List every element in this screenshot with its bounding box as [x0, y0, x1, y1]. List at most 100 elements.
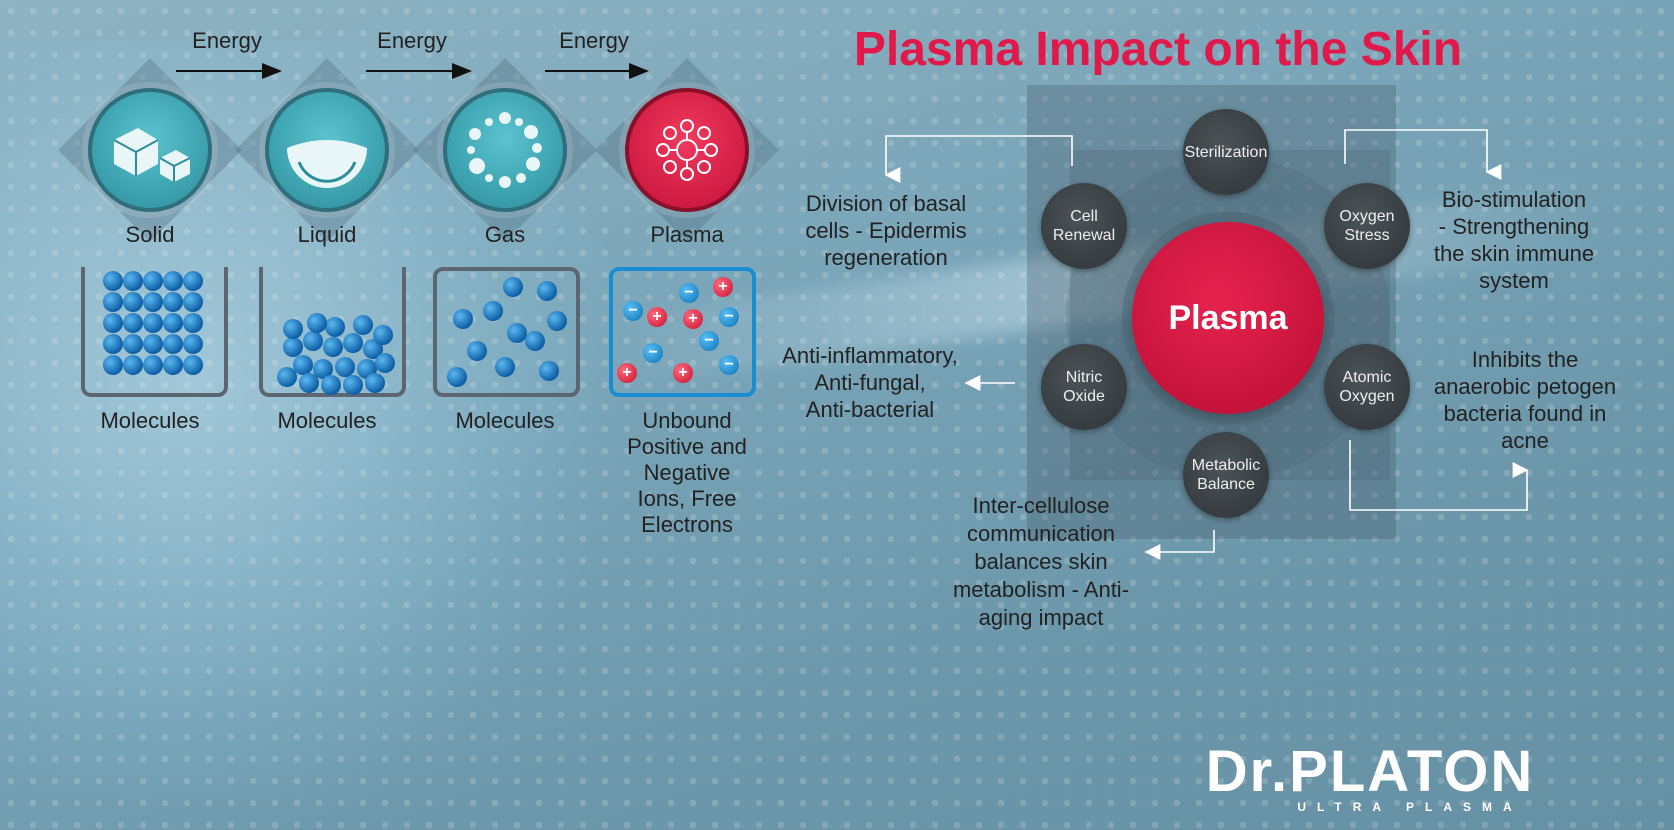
molecule — [163, 313, 183, 333]
molecule — [539, 361, 559, 381]
molecule — [495, 357, 515, 377]
plasma-icon — [625, 88, 749, 212]
positive-ion: + — [617, 363, 637, 383]
molecule — [447, 367, 467, 387]
energy-label: Energy — [559, 28, 629, 53]
molecule — [335, 357, 355, 377]
negative-ion: − — [643, 343, 663, 363]
molecule — [277, 367, 297, 387]
logo-wordmark: Dr.PLATON — [1205, 739, 1535, 804]
molecule — [525, 331, 545, 351]
molecule — [183, 355, 203, 375]
molecule — [453, 309, 473, 329]
page-title: Plasma Impact on the Skin — [853, 23, 1463, 76]
molecule — [183, 313, 203, 333]
molecule — [143, 355, 163, 375]
molecules-caption: Molecules — [455, 408, 555, 433]
molecule — [123, 313, 143, 333]
negative-ion: − — [679, 283, 699, 303]
molecule — [163, 355, 183, 375]
negative-ion: − — [719, 355, 739, 375]
plasma-container: −−+++−−−−++ — [609, 267, 756, 397]
molecule — [103, 292, 123, 312]
molecules-caption: Molecules — [277, 408, 377, 433]
negative-ion: − — [623, 301, 643, 321]
molecule — [467, 341, 487, 361]
node-sterilization: Sterilization — [1183, 109, 1269, 195]
effect-nitric-oxide: Anti-inflammatory,Anti-fungal,Anti-bacte… — [782, 343, 958, 422]
molecule — [123, 292, 143, 312]
energy-label: Energy — [192, 28, 262, 53]
molecule — [313, 359, 333, 379]
energy-label: Energy — [377, 28, 447, 53]
molecule — [103, 355, 123, 375]
molecule — [103, 334, 123, 354]
positive-ion: + — [647, 307, 667, 327]
molecule — [503, 277, 523, 297]
molecule — [507, 323, 527, 343]
solid-container — [81, 267, 228, 397]
state-label-solid: Solid — [125, 222, 175, 247]
solid-icon — [88, 88, 212, 212]
molecule — [163, 271, 183, 291]
state-label-liquid: Liquid — [297, 222, 357, 247]
gas-icon — [443, 88, 567, 212]
plasma-center: Plasma — [1132, 222, 1324, 414]
molecule — [183, 271, 203, 291]
molecule — [353, 315, 373, 335]
molecule — [103, 271, 123, 291]
molecule — [293, 355, 313, 375]
molecule — [375, 353, 395, 373]
molecule — [123, 355, 143, 375]
negative-ion: − — [719, 307, 739, 327]
molecule — [323, 337, 343, 357]
positive-ion: + — [713, 277, 733, 297]
molecule — [365, 373, 385, 393]
molecule — [373, 325, 393, 345]
molecule — [123, 334, 143, 354]
positive-ion: + — [673, 363, 693, 383]
molecule — [283, 337, 303, 357]
molecule — [283, 319, 303, 339]
molecule — [143, 313, 163, 333]
liquid-icon — [265, 88, 389, 212]
molecule — [163, 334, 183, 354]
molecule — [547, 311, 567, 331]
molecule — [303, 331, 323, 351]
molecule — [325, 317, 345, 337]
molecule — [143, 271, 163, 291]
logo-tagline: ULTRA PLASMA — [1297, 800, 1523, 814]
molecule — [537, 281, 557, 301]
molecule — [483, 301, 503, 321]
negative-ion: − — [699, 331, 719, 351]
molecules-caption: Molecules — [100, 408, 200, 433]
molecule — [299, 373, 319, 393]
state-label-gas: Gas — [484, 222, 526, 247]
molecule — [183, 292, 203, 312]
energy-arrows — [176, 63, 649, 79]
molecule — [321, 375, 341, 395]
molecule — [143, 292, 163, 312]
state-label-plasma: Plasma — [650, 222, 724, 247]
molecule — [307, 313, 327, 333]
molecule — [123, 271, 143, 291]
molecule — [183, 334, 203, 354]
molecule — [143, 334, 163, 354]
molecule — [343, 333, 363, 353]
liquid-container — [259, 267, 406, 397]
gas-container — [433, 267, 580, 397]
positive-ion: + — [683, 309, 703, 329]
molecule — [103, 313, 123, 333]
molecule — [163, 292, 183, 312]
